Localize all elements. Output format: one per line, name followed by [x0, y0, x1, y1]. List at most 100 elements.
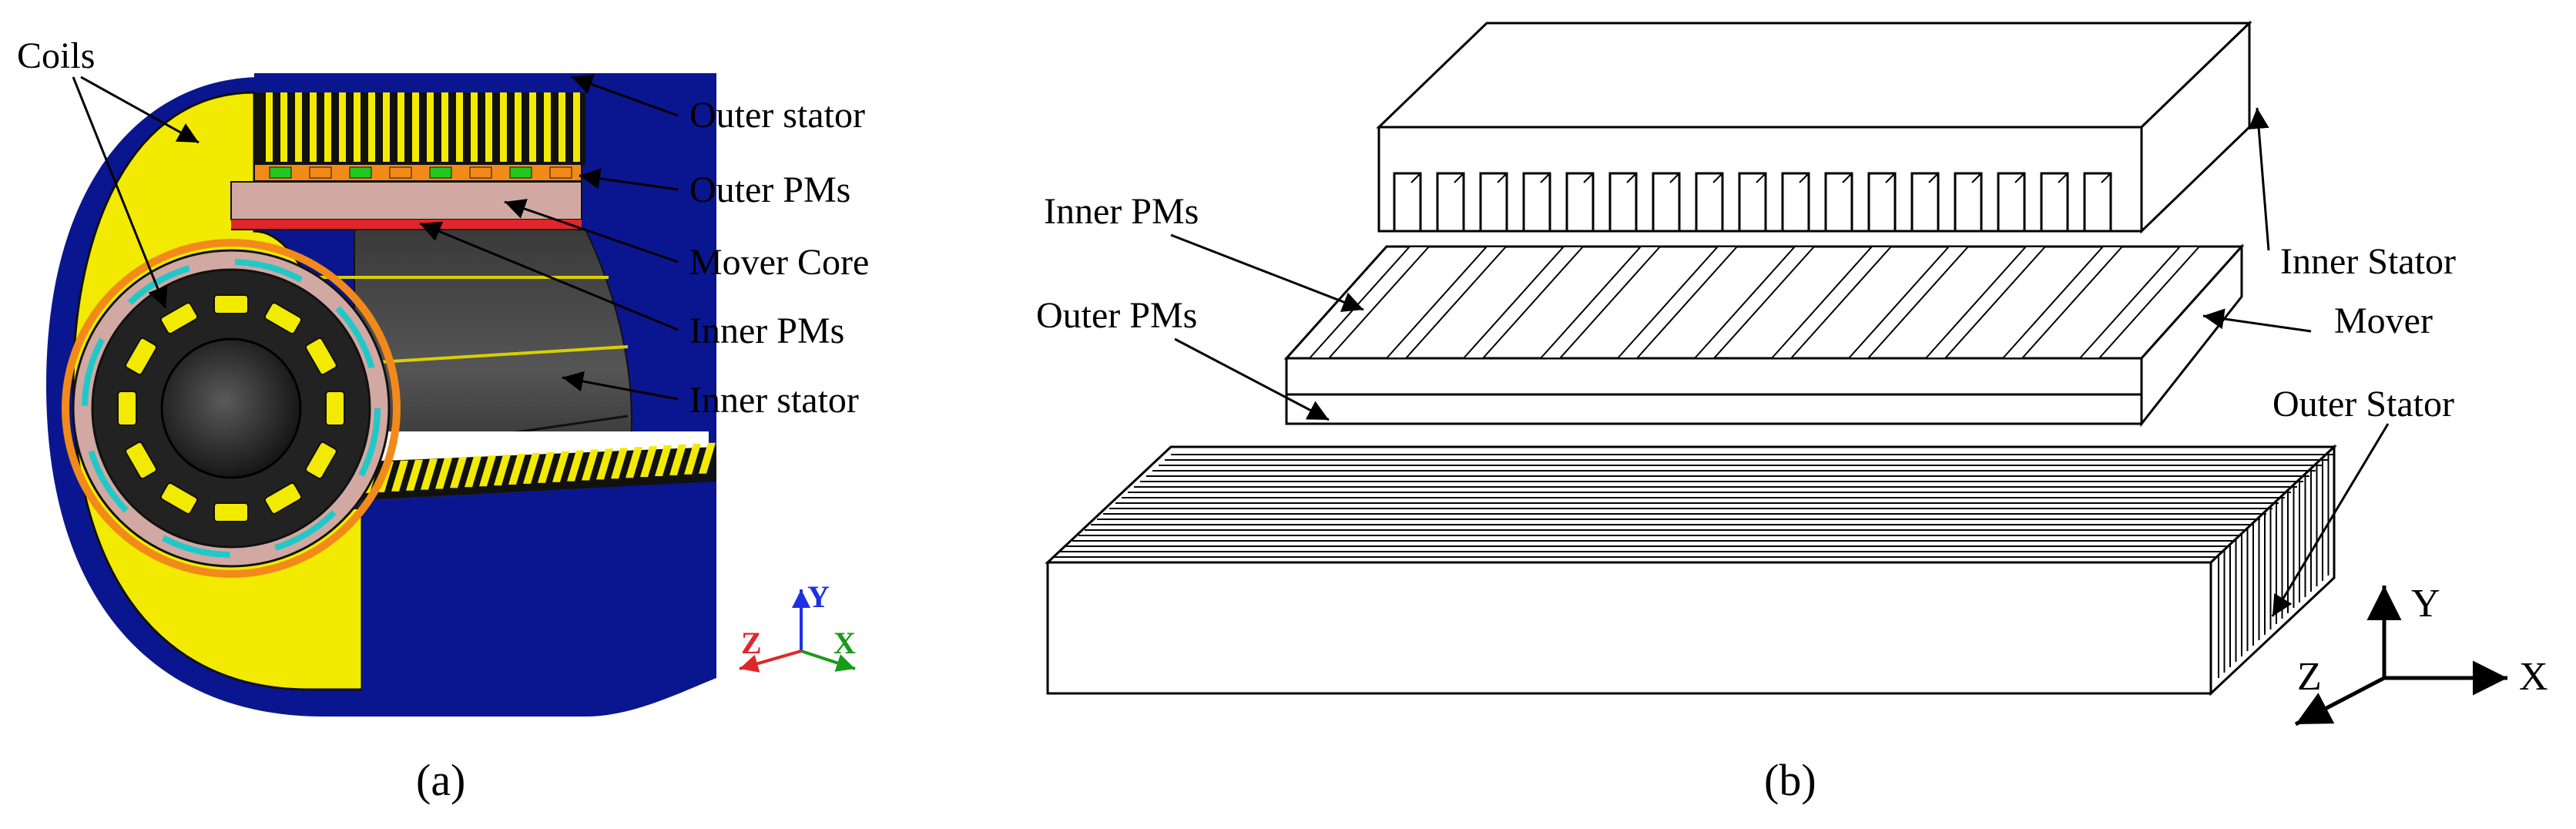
stator-tooth: [538, 451, 555, 483]
stator-tooth: [529, 91, 536, 162]
label-b-outer-pms: Outer PMs: [1036, 295, 1197, 336]
label-b-inner-pms: Inner PMs: [1044, 191, 1199, 232]
inner-stator-slot: [1954, 172, 1983, 233]
stator-tooth: [544, 91, 551, 162]
label-outer-pms: Outer PMs: [689, 169, 850, 210]
axis-b-y: Y: [2411, 582, 2440, 626]
inner-stator-slot: [1522, 172, 1551, 233]
mover-pm-strip: [1692, 246, 1816, 359]
caption-b: (b): [1764, 755, 1816, 805]
inner-stator-slot: [1479, 172, 1508, 233]
stator-tooth: [368, 91, 375, 162]
inner-stator-slot: [1695, 172, 1724, 233]
inner-stator-slot: [1781, 172, 1810, 233]
inner-stator-slot: [2083, 172, 2112, 233]
outer-pm: [389, 166, 412, 179]
stator-tooth: [280, 91, 287, 162]
slot-edge: [1583, 173, 1594, 183]
stator-tooth: [324, 91, 331, 162]
slot-edge: [1799, 173, 1810, 183]
stator-tooth: [508, 454, 525, 485]
stator-tooth: [669, 444, 686, 475]
mover-pm-strip: [2001, 246, 2125, 359]
bore: [160, 337, 302, 479]
mover-pm-strip: [2078, 246, 2202, 359]
inner-stator-slot: [1652, 172, 1681, 233]
label-coils: Coils: [17, 35, 95, 76]
label-mover-core: Mover Core: [689, 242, 869, 283]
inner-stator-slot: [1824, 172, 1853, 233]
stator-tooth: [500, 91, 507, 162]
label-b-mover: Mover: [2334, 300, 2433, 341]
slot-edge: [1928, 173, 1939, 183]
outer-pm: [349, 166, 372, 179]
mover-pm-strip: [1384, 246, 1508, 359]
label-outer-stator: Outer stator: [689, 95, 865, 136]
mover-pm-strip: [1846, 246, 1971, 359]
inner-stator-slot: [1867, 172, 1897, 233]
stator-tooth: [450, 457, 467, 488]
stator-tooth: [383, 91, 390, 162]
slot-edge: [1626, 173, 1637, 183]
inner-coil: [325, 391, 345, 426]
caption-a: (a): [416, 755, 465, 805]
label-inner-pms: Inner PMs: [689, 310, 844, 351]
stator-tooth: [354, 91, 361, 162]
inner-stator-slot: [1393, 172, 1422, 233]
inner-coil: [263, 302, 303, 335]
outer-pm: [509, 166, 532, 179]
stator-tooth: [295, 91, 302, 162]
stator-tooth: [626, 447, 642, 478]
slot-edge: [2014, 173, 2025, 183]
stator-tooth: [596, 448, 613, 480]
slot-edge: [1540, 173, 1551, 183]
inner-stator-slot: [2040, 172, 2069, 233]
stator-tooth: [421, 458, 438, 490]
axis-triad-b: Y X Z: [2294, 582, 2548, 727]
mover-pm-strip: [1769, 246, 1893, 359]
inner-stator-slot: [1565, 172, 1595, 233]
inner-coil: [304, 441, 337, 480]
mover-pm-strip: [1538, 246, 1662, 359]
slot-edge: [2101, 173, 2111, 183]
slot-edge: [1410, 173, 1421, 183]
mover-block: [1283, 243, 2245, 428]
inner-coil: [213, 294, 249, 314]
inner-coil: [213, 502, 249, 522]
outer-pm: [269, 166, 292, 179]
stator-tooth: [397, 91, 404, 162]
outer-pm: [429, 166, 452, 179]
stator-tooth: [699, 442, 716, 474]
axis-a-y: Y: [807, 579, 830, 614]
slot-edge: [1669, 173, 1680, 183]
label-inner-stator: Inner stator: [689, 380, 859, 421]
inner-stator-slot: [1997, 172, 2026, 233]
inner-coil: [304, 337, 337, 376]
axis-b-x: X: [2519, 655, 2548, 699]
stator-tooth: [471, 91, 478, 162]
stator-tooth: [441, 91, 448, 162]
stator-tooth: [310, 91, 317, 162]
slot-edge: [1842, 173, 1853, 183]
inner-stator-block: [1376, 20, 2252, 234]
stator-tooth: [684, 443, 701, 475]
axis-a-z: Z: [741, 626, 762, 660]
inner-stator-slot: [1608, 172, 1638, 233]
stator-tooth: [406, 459, 423, 491]
slot-edge: [1756, 173, 1766, 183]
axis-a-x: X: [834, 626, 856, 660]
slot-edge: [1971, 173, 1982, 183]
inner-coil: [159, 302, 199, 335]
stator-tooth: [567, 450, 584, 482]
inner-stator-slot: [1738, 172, 1767, 233]
inner-coil: [117, 391, 137, 426]
mover-pm-strip: [1615, 246, 1739, 359]
outer-stator-teeth-top: [254, 73, 585, 166]
axis-triad-a: Y Z X: [739, 579, 856, 673]
stator-tooth: [494, 455, 511, 486]
panel-b-linear-machine: Inner PMs Outer PMs Inner Stator Mover O…: [1036, 20, 2548, 805]
stator-tooth: [640, 446, 657, 478]
inner-pms-strip: [231, 220, 582, 230]
stator-tooth: [339, 91, 346, 162]
